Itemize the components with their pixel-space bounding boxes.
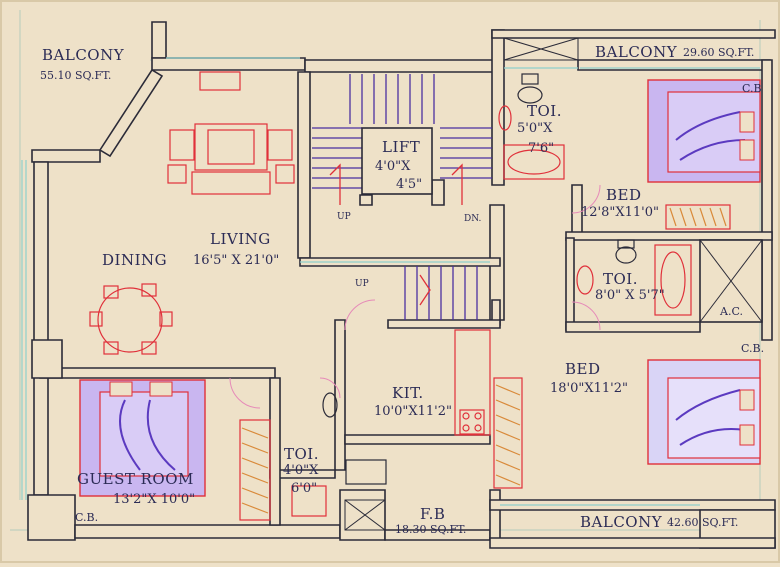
kitchen-counter <box>345 329 491 485</box>
stair-left-flight <box>312 127 362 189</box>
balcony-top-area: 29.60 SQ.FT. <box>683 46 755 59</box>
stair-top-flight <box>349 74 435 124</box>
toilet-2-dimension: 8'0" X 5'7" <box>595 288 665 303</box>
lift-shaft <box>361 127 433 195</box>
dining-table <box>89 283 173 355</box>
cb-mid-label: C.B. <box>741 342 765 355</box>
door-swings <box>229 184 601 409</box>
stair-up-label-2: UP <box>355 279 369 289</box>
toilet-1-dimension-2: 7'6" <box>528 141 555 156</box>
lift-dimension-2: 4'5" <box>396 177 423 192</box>
toilet-1-label: TOI. <box>527 102 562 120</box>
guest-room-label: GUEST ROOM <box>77 470 194 488</box>
living-dimension: 16'5" X 21'0" <box>193 253 280 268</box>
guest-room-dimension: 13'2"X 10'0" <box>113 492 196 507</box>
bed-mid-right <box>647 359 761 465</box>
toilet-3-dimension-2: 6'0" <box>291 481 318 496</box>
balcony-top-label: BALCONY <box>595 43 678 61</box>
stair-up-label-1: UP <box>337 212 351 222</box>
wardrobes <box>239 204 731 521</box>
toilet-2-label: TOI. <box>603 270 638 288</box>
bed-1-label: BED <box>606 186 642 204</box>
bathroom-fixtures <box>291 105 692 517</box>
toilet-3-label: TOI. <box>284 445 319 463</box>
bed-top-right <box>647 79 761 183</box>
ac-label: A.C. <box>720 305 743 318</box>
stair-arrows <box>329 163 463 306</box>
balcony-left-label: BALCONY <box>42 46 125 64</box>
living-furniture <box>167 71 295 195</box>
toilets <box>517 73 637 264</box>
stair-right-flight <box>440 127 492 179</box>
dining-label: DINING <box>102 251 168 269</box>
balcony-bottom-label: BALCONY <box>580 513 663 531</box>
toilet-1-dimension-1: 5'0"X <box>517 121 553 136</box>
balcony-railings <box>21 57 760 506</box>
lift-dimension-1: 4'0"X <box>375 159 411 174</box>
kitchen-dimension: 10'0"X11'2" <box>374 404 452 419</box>
stair-down-label: DN. <box>464 214 482 224</box>
balcony-bottom-area: 42.60 SQ.FT. <box>667 516 739 529</box>
bed-guest-room <box>79 379 206 497</box>
shafts <box>344 37 763 531</box>
bed-1-dimension: 12'8"X11'0" <box>581 205 659 220</box>
kitchen-label: KIT. <box>392 384 424 402</box>
cb-bottom-label: C.B. <box>75 511 99 524</box>
toilet-3-dimension-1: 4'0"X <box>283 463 319 478</box>
stairs <box>312 74 492 320</box>
bed-2-dimension: 18'0"X11'2" <box>550 381 628 396</box>
living-label: LIVING <box>210 230 271 248</box>
lift-label: LIFT <box>382 138 421 156</box>
fb-area: 18.30 SQ.FT. <box>395 523 467 536</box>
balcony-left-area: 55.10 SQ.FT. <box>40 69 112 82</box>
stair-lower-flight <box>404 266 478 320</box>
fb-label: F.B <box>420 505 446 523</box>
cb-top-label: C.B <box>742 82 762 95</box>
bed-2-label: BED <box>565 360 601 378</box>
